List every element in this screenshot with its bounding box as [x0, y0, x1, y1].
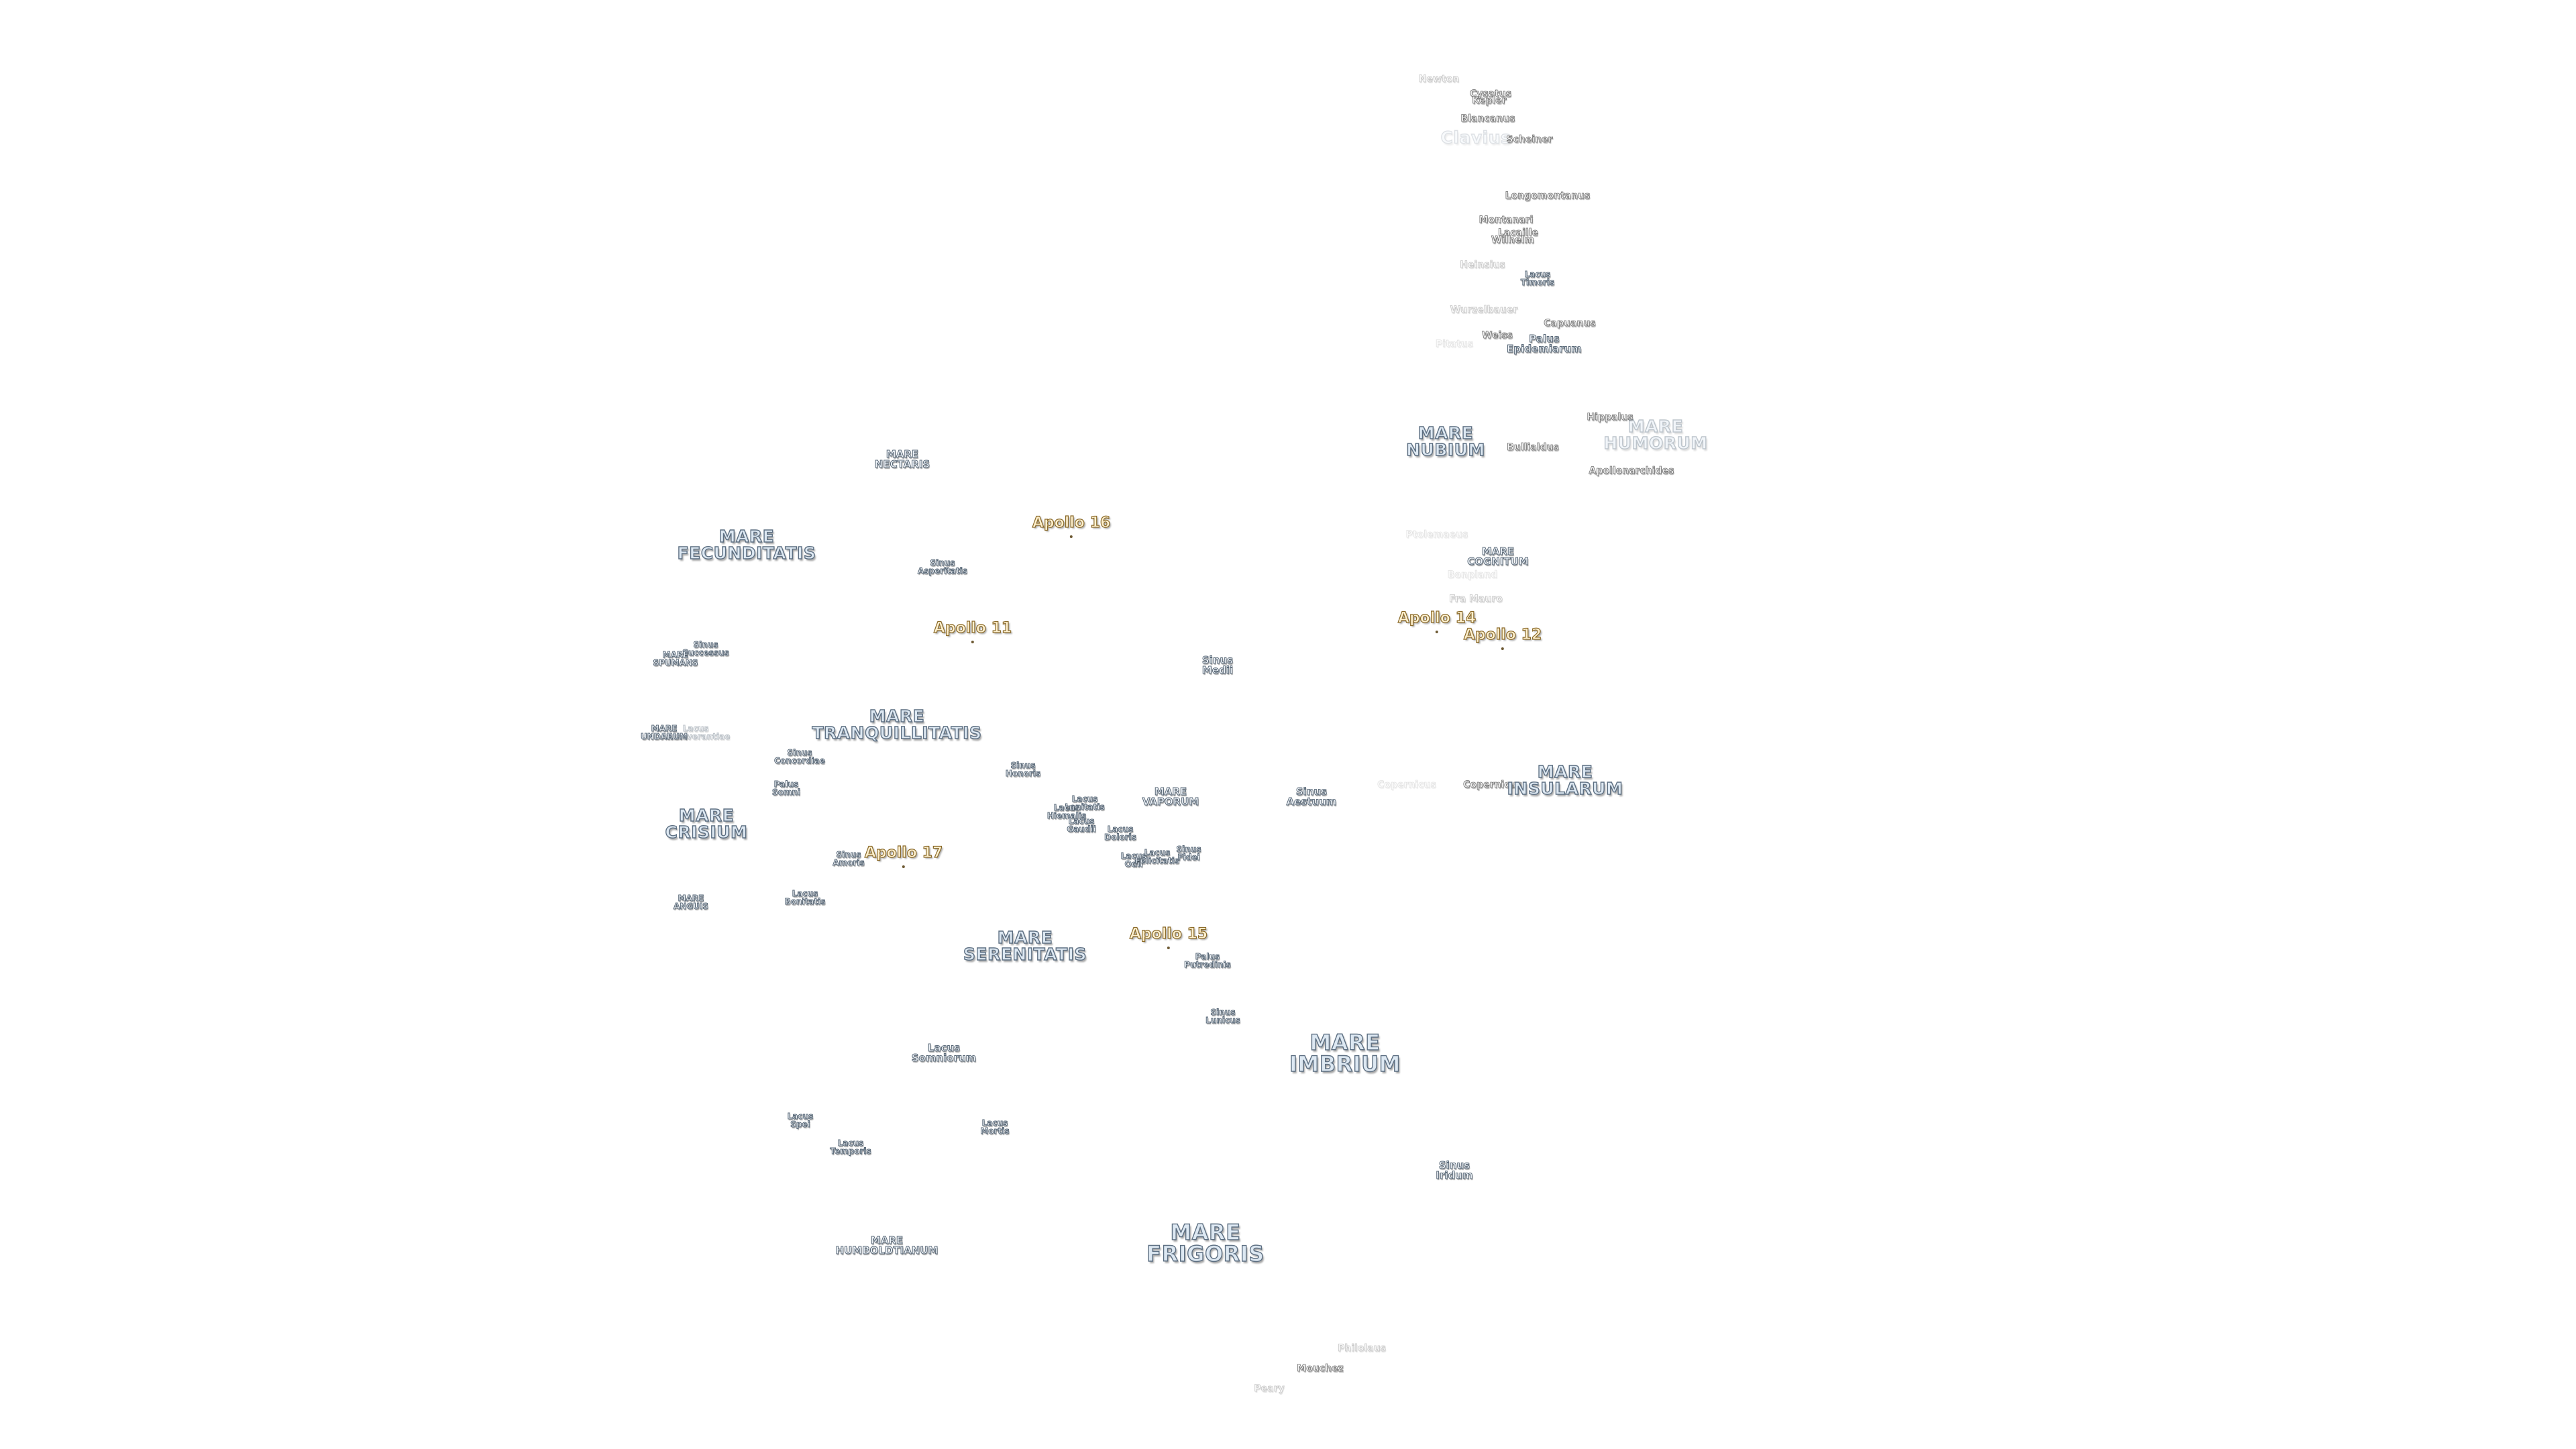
label-pitatus: Pitatus	[1435, 339, 1474, 350]
label-hippalus: Hippalus	[1587, 412, 1633, 423]
label-apollo-14: Apollo 14	[1397, 610, 1477, 633]
label-newton: Newton	[1418, 74, 1460, 85]
label-longomontanus: Longomontanus	[1505, 191, 1591, 201]
label-peary: Peary	[1254, 1383, 1285, 1394]
label-cysatus: Cysatus	[1469, 89, 1512, 99]
label-apollo-17: Apollo 17	[864, 845, 943, 868]
label-ptolemaeus: Ptolemaeus	[1405, 529, 1468, 540]
label-apollo-16: Apollo 16	[1032, 515, 1111, 538]
label-bullialdus: Bullialdus	[1507, 442, 1559, 453]
label-copernicus-ghost: Copernicus	[1377, 780, 1436, 790]
label-apollo-12: Apollo 12	[1463, 627, 1542, 650]
label-wilhelm: Wilhelm	[1491, 235, 1535, 246]
label-scheiner: Scheiner	[1506, 134, 1553, 145]
label-heinsius: Heinsius	[1460, 260, 1505, 270]
label-capuanus: Capuanus	[1544, 318, 1596, 329]
label-philolaus: Philolaus	[1338, 1343, 1387, 1354]
label-clavius: Clavius	[1440, 127, 1511, 148]
label-mouchez: Mouchez	[1297, 1363, 1344, 1374]
label-apollo-11: Apollo 11	[933, 620, 1012, 643]
label-weiss: Weiss	[1482, 330, 1513, 341]
label-apollo-15: Apollo 15	[1129, 926, 1208, 949]
label-kepler-n: Kepler	[1472, 95, 1507, 106]
label-copernicus: Copernicus	[1463, 780, 1522, 790]
label-blancanus: Blancanus	[1460, 113, 1515, 124]
label-wurzelbauer: Wurzelbauer	[1450, 305, 1518, 315]
label-bonpland: Bonpland	[1447, 570, 1498, 580]
label-montanari: Montanari	[1479, 215, 1534, 225]
label-fra-mauro: Fra Mauro	[1449, 594, 1503, 604]
label-lacaille: Lacaille	[1497, 227, 1539, 238]
label-apollonides: Apollonarchides	[1589, 466, 1674, 476]
